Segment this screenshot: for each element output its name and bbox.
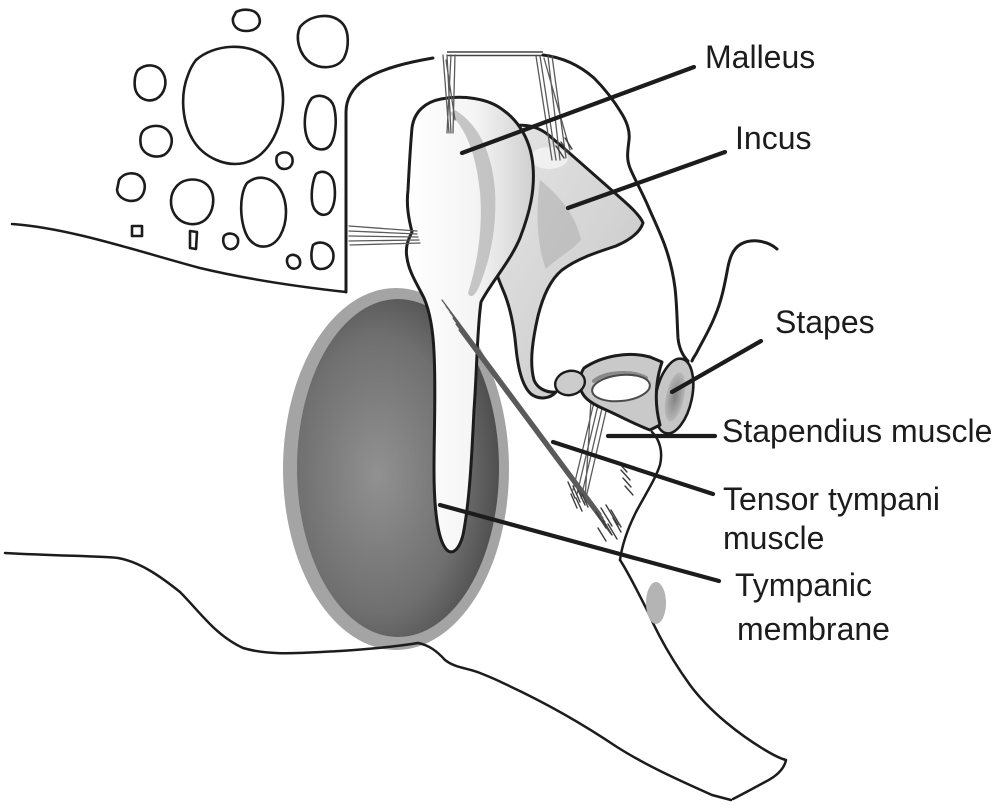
- tensor-tympani-fibers: [441, 299, 622, 542]
- tegmen-line: [447, 51, 543, 57]
- label-tensor-tympani-line2: muscle: [723, 520, 824, 556]
- ear-canal-lower-wall: [3, 551, 420, 655]
- malleus-bone: [404, 95, 535, 554]
- facial-canal-prominence: [690, 239, 779, 363]
- label-malleus: Malleus: [705, 39, 815, 75]
- air-cell: [303, 94, 337, 151]
- incus-leader-line: [565, 149, 728, 211]
- stapedius-hatching: [567, 481, 589, 512]
- stapes-bone: [553, 353, 695, 435]
- air-cell: [133, 64, 167, 102]
- air-cell: [239, 176, 288, 248]
- air-cell: [139, 124, 174, 158]
- air-cell: [310, 170, 337, 217]
- mastoid-air-cells: [115, 8, 350, 271]
- air-cell: [181, 45, 285, 166]
- anterior-malleal-ligament: [348, 225, 421, 246]
- stapedius-fiber-bundle: [572, 397, 608, 503]
- incus-highlight: [530, 147, 568, 169]
- labels: Malleus Incus Stapes Stapendius muscle T…: [705, 39, 992, 647]
- pyramid-ticks: [617, 461, 634, 496]
- superior-malleal-ligament: [442, 54, 573, 161]
- label-incus: Incus: [735, 120, 811, 156]
- label-stapedius-muscle: Stapendius muscle: [722, 413, 992, 449]
- tensor-tympani-leader-line: [550, 439, 716, 497]
- label-tympanic-membrane-line2: membrane: [737, 611, 890, 647]
- air-cell: [296, 14, 350, 69]
- promontory-line: [618, 430, 663, 562]
- ligament-fibers-left: [442, 54, 456, 134]
- air-cell: [169, 178, 215, 226]
- air-cell: [130, 224, 144, 238]
- air-cell: [188, 229, 199, 251]
- ear-canal-upper-wall: [10, 222, 348, 294]
- air-cell: [310, 241, 335, 271]
- label-tympanic-membrane-line1: Tympanic: [735, 567, 872, 603]
- incus-shading: [537, 180, 581, 269]
- stapes-footplate-shading: [664, 372, 686, 422]
- tensor-hatching: [595, 504, 622, 542]
- anterior-ligament-fibers: [348, 225, 421, 246]
- tensor-fiber-bundle: [441, 299, 612, 535]
- round-window: [646, 582, 666, 624]
- eustachian-tube-lower-wall: [416, 641, 733, 802]
- stapes-leader-line: [669, 338, 764, 395]
- stapedius-fibers: [567, 397, 634, 512]
- air-cell: [275, 151, 294, 171]
- incudostapedial-joint: [553, 369, 587, 397]
- ligament-fibers-right: [535, 55, 571, 161]
- malleus-head-shading: [449, 110, 496, 297]
- air-cell: [221, 232, 240, 251]
- tympanic-membrane-leader-line: [437, 502, 722, 584]
- lower-cavity-outline: [3, 430, 788, 802]
- malleus-head-and-handle: [404, 95, 535, 554]
- malleus-leader-line: [459, 64, 697, 156]
- air-cell: [231, 8, 262, 33]
- stapes-obturator-foramen: [591, 373, 651, 403]
- leader-lines: [437, 64, 764, 584]
- epitympanic-recess-left-wall: [344, 56, 435, 294]
- label-tensor-tympani-line1: Tensor tympani: [723, 481, 940, 517]
- air-cell: [285, 253, 302, 270]
- label-stapes: Stapes: [775, 304, 875, 340]
- air-cell: [115, 172, 147, 203]
- ligament-hatching: [555, 137, 573, 159]
